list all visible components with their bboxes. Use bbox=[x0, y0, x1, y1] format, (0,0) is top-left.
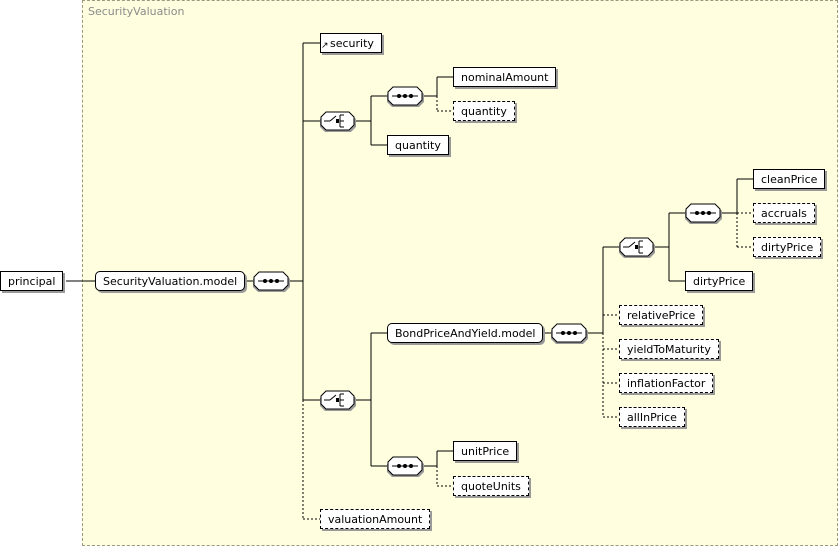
element-inflation-factor[interactable]: inflationFactor bbox=[619, 373, 714, 393]
choice-compositor[interactable] bbox=[619, 237, 655, 258]
element-nominal-amount[interactable]: nominalAmount bbox=[453, 67, 557, 87]
choice-compositor[interactable] bbox=[320, 111, 356, 132]
choice-compositor[interactable] bbox=[320, 390, 356, 411]
element-all-in-price[interactable]: allInPrice bbox=[619, 407, 685, 427]
element-dirty-price[interactable]: dirtyPrice bbox=[685, 271, 754, 291]
sequence-compositor[interactable] bbox=[685, 203, 722, 224]
element-unit-price[interactable]: unitPrice bbox=[453, 441, 518, 461]
sequence-compositor[interactable] bbox=[387, 86, 424, 107]
element-relative-price[interactable]: relativePrice bbox=[619, 305, 704, 325]
element-quantity-optional[interactable]: quantity bbox=[453, 101, 515, 121]
element-principal[interactable]: principal bbox=[0, 271, 64, 291]
element-security[interactable]: ↗ security bbox=[320, 33, 382, 53]
group-title: SecurityValuation bbox=[88, 5, 185, 18]
reference-arrow-icon: ↗ bbox=[321, 41, 329, 51]
element-quote-units[interactable]: quoteUnits bbox=[453, 476, 529, 496]
group-ref-security-valuation-model[interactable]: SecurityValuation.model bbox=[95, 271, 246, 291]
group-ref-bond-price-and-yield-model[interactable]: BondPriceAndYield.model bbox=[387, 323, 544, 343]
sequence-compositor[interactable] bbox=[551, 323, 588, 344]
element-clean-price[interactable]: cleanPrice bbox=[753, 169, 826, 189]
element-quantity[interactable]: quantity bbox=[387, 135, 449, 155]
element-security-label: security bbox=[330, 37, 374, 50]
element-valuation-amount[interactable]: valuationAmount bbox=[320, 509, 431, 529]
sequence-compositor[interactable] bbox=[253, 271, 290, 292]
element-yield-to-maturity[interactable]: yieldToMaturity bbox=[619, 339, 719, 359]
element-accruals[interactable]: accruals bbox=[753, 203, 815, 223]
sequence-compositor[interactable] bbox=[387, 456, 424, 477]
element-dirty-price-optional[interactable]: dirtyPrice bbox=[753, 237, 822, 257]
